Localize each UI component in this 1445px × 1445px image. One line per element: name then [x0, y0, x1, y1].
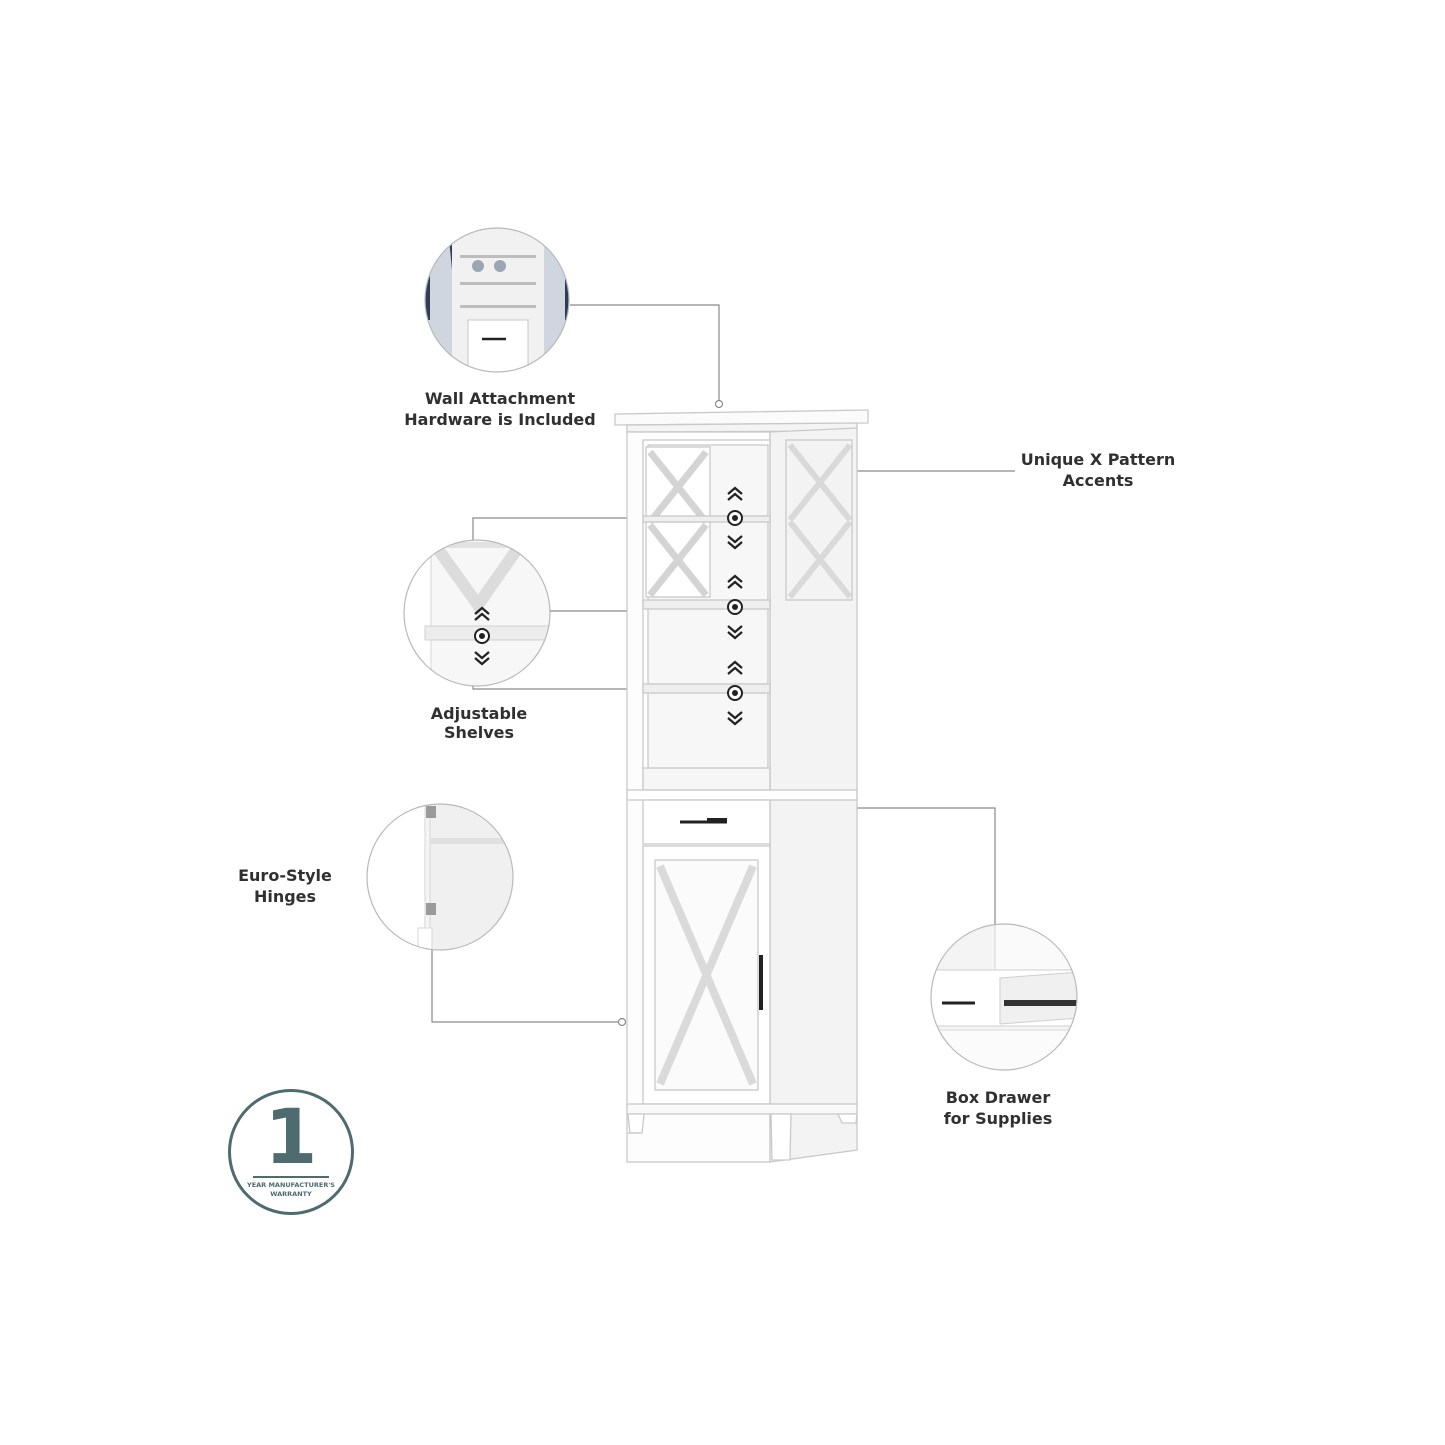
label-x-pattern: Unique X Pattern Accents [1020, 450, 1176, 490]
warranty-text: YEAR MANUFACTURER'S WARRANTY [247, 1181, 335, 1198]
label-box-drawer: Box Drawer for Supplies [943, 1088, 1053, 1128]
warranty-badge: 1 YEAR MANUFACTURER'S WARRANTY [228, 1089, 354, 1215]
warranty-number: 1 [264, 1092, 318, 1181]
adjust-dot-icon [727, 510, 743, 701]
label-wall-attachment: Wall Attachment Hardware is Included [404, 389, 596, 429]
linen-tower-cabinet [614, 409, 869, 1163]
label-euro-hinges: Euro-Style Hinges [238, 866, 332, 906]
warranty-divider [253, 1176, 329, 1178]
label-adjustable-shelves: Adjustable Shelves [430, 704, 528, 742]
detail-box-drawer [931, 924, 1077, 1070]
detail-wall-attachment [425, 228, 569, 372]
detail-adjustable-shelves [404, 540, 550, 686]
